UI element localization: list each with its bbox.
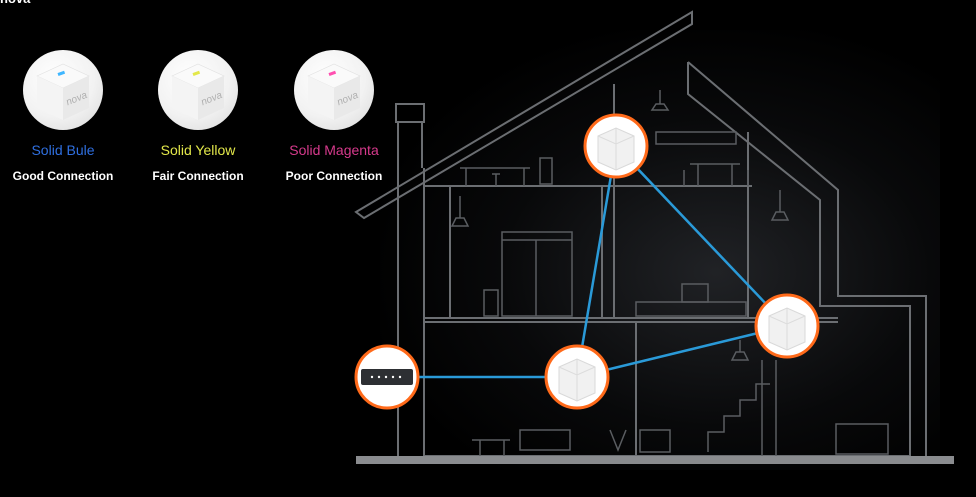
nova-cube-icon: nova (294, 50, 374, 130)
state-label: Solid Magenta (289, 142, 379, 158)
armchair (639, 429, 671, 453)
lamp-ground (730, 340, 750, 361)
monitor (681, 283, 709, 303)
node-center (544, 344, 610, 410)
description-label: Good Connection (12, 169, 114, 183)
lamp-right (770, 190, 790, 221)
ladder-rails (761, 360, 777, 456)
cabinet-attic (539, 157, 553, 185)
table-attic (460, 167, 530, 186)
kitchen-counter (835, 423, 889, 455)
state-label: Solid Yellow (160, 142, 236, 158)
ground-base (356, 456, 954, 464)
description-label: Fair Connection (152, 169, 244, 183)
state-label: Solid Bule (31, 142, 95, 158)
led-indicator (57, 70, 66, 76)
wardrobe (501, 231, 573, 317)
legend-item-poor: nova Solid Magenta Poor Connection (264, 50, 404, 183)
roof-right-inner (687, 62, 911, 456)
link-center-right (576, 324, 788, 379)
connection-lines (387, 145, 788, 379)
legend-item-fair: nova Solid Yellow Fair Connection (128, 50, 268, 183)
house-outline (354, 10, 927, 457)
nova-cube-icon: nova (158, 50, 238, 130)
node-right (754, 293, 820, 359)
sofa (519, 429, 571, 451)
toilet (483, 289, 499, 317)
desk-office (635, 301, 747, 317)
link-upper-right (615, 145, 788, 327)
chairs-attic (683, 170, 749, 186)
stairs (707, 383, 770, 452)
plant (609, 429, 627, 453)
stool (492, 173, 500, 186)
led-indicator (328, 70, 337, 76)
bookshelf (655, 131, 737, 145)
link-center-upper (575, 145, 618, 378)
nova-cube-icon: nova (23, 50, 103, 130)
legend-item-good: nova Solid Bule Good Connection (0, 50, 133, 183)
node-router (354, 344, 420, 410)
node-upper (583, 113, 649, 179)
wardrobe-doors (502, 239, 572, 316)
description-label: Poor Connection (285, 169, 383, 183)
led-indicator (192, 70, 201, 76)
chimney-top (395, 103, 425, 123)
roof-left (354, 10, 693, 220)
desk-attic (690, 163, 740, 186)
cropped-heading: nova (0, 0, 30, 6)
lamp-attic (650, 90, 670, 111)
furniture (450, 90, 889, 456)
coffee-table (472, 439, 510, 456)
wall-mid (449, 186, 603, 318)
roof-right-wall (687, 61, 927, 456)
lamp-bath (450, 196, 470, 227)
